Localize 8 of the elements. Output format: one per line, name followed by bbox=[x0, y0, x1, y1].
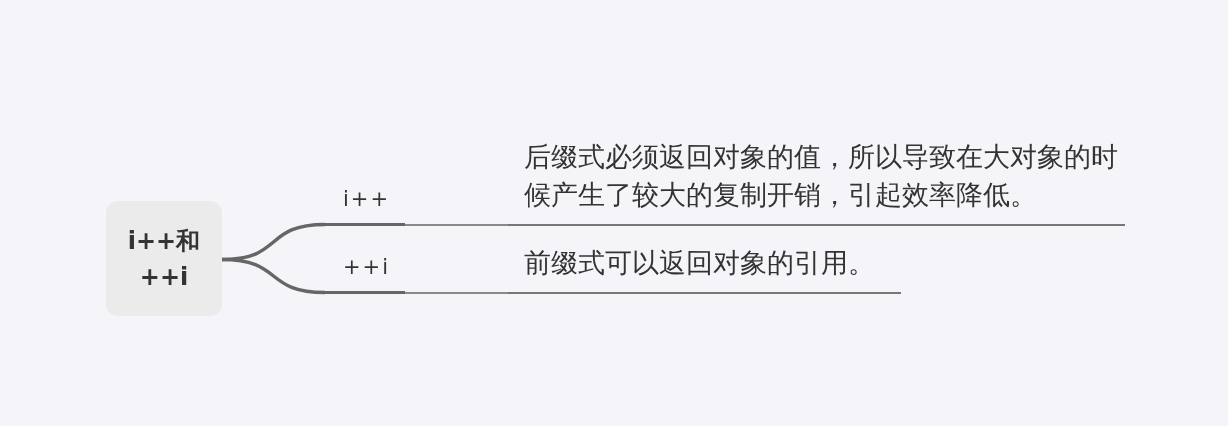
note-text: 后缀式必须返回对象的值，所以导致在大对象的时候产生了较大的复制开销，引起效率降低。 bbox=[508, 140, 1125, 226]
connector-line bbox=[404, 224, 509, 226]
topic-box: i++和++i bbox=[106, 201, 222, 316]
note-text: 前缀式可以返回对象的引用。 bbox=[508, 250, 901, 294]
branch-topic: i++ bbox=[325, 180, 405, 226]
connector-line bbox=[221, 257, 326, 295]
connector-line bbox=[404, 292, 509, 294]
branch-topic: ++i bbox=[325, 250, 405, 294]
